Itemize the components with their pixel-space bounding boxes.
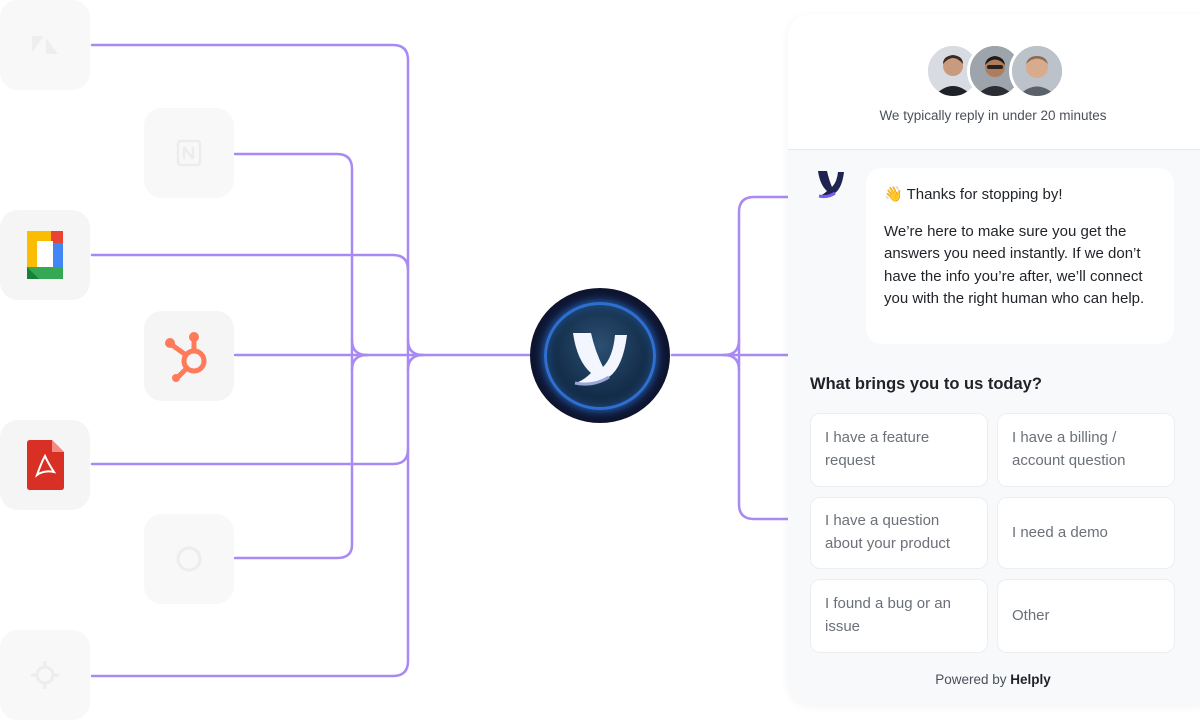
greeting-text: 👋 Thanks for stopping by!: [884, 186, 1063, 203]
reply-time-text: We typically reply in under 20 minutes: [879, 108, 1107, 123]
option-label: I have a billing / account question: [1012, 429, 1126, 469]
chat-widget: We typically reply in under 20 minutes 👋…: [788, 14, 1200, 704]
helply-hub: [530, 288, 670, 423]
chat-header: We typically reply in under 20 minutes: [788, 14, 1200, 150]
hubspot-icon: [165, 332, 207, 382]
zendesk-icon: [32, 36, 58, 54]
team-avatars: [925, 43, 1065, 99]
welcome-message: 👋 Thanks for stopping by! We’re here to …: [866, 168, 1174, 344]
avatar: [925, 43, 981, 99]
option-need-demo[interactable]: I need a demo: [997, 497, 1175, 569]
openai-tile: [144, 514, 234, 604]
avatar: [1009, 43, 1065, 99]
notion-tile: [144, 108, 234, 198]
question-heading: What brings you to us today?: [810, 375, 1042, 393]
powered-brand-link[interactable]: Helply: [1010, 672, 1051, 687]
powered-prefix: Powered by: [935, 672, 1007, 687]
helply-bot-icon: [816, 167, 846, 201]
notion-icon: [176, 139, 202, 167]
google-docs-tile: [0, 210, 90, 300]
google-docs-icon: [27, 231, 63, 279]
helply-logo-icon: [573, 332, 627, 386]
option-billing-question[interactable]: I have a billing / account question: [997, 413, 1175, 487]
openai-icon: [176, 546, 202, 572]
option-label: I need a demo: [1012, 523, 1108, 541]
option-bug-report[interactable]: I found a bug or an issue: [810, 579, 988, 653]
option-other[interactable]: Other: [997, 579, 1175, 653]
settings-icon: [31, 661, 59, 689]
option-feature-request[interactable]: I have a feature request: [810, 413, 988, 487]
option-product-question[interactable]: I have a question about your product: [810, 497, 988, 569]
option-label: I found a bug or an issue: [825, 595, 951, 635]
pdf-icon: [27, 440, 64, 490]
option-label: I have a feature request: [825, 429, 930, 469]
option-label: I have a question about your product: [825, 512, 951, 552]
hubspot-tile: [144, 311, 234, 401]
message-text: We’re here to make sure you get the answ…: [884, 222, 1145, 308]
option-label: Other: [1012, 606, 1050, 624]
zendesk-tile: [0, 0, 90, 90]
hub-ring: [544, 301, 656, 410]
pdf-tile: [0, 420, 90, 510]
powered-by: Powered by Helply: [788, 672, 1198, 687]
settings-tile: [0, 630, 90, 720]
